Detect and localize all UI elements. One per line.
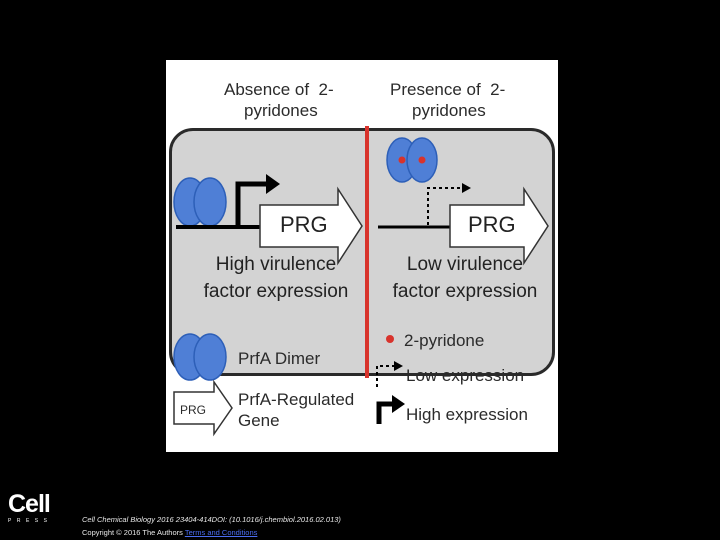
figure-panel: Absence of 2- pyridones Presence of 2- p… [166,60,558,452]
terms-link[interactable]: Terms and Conditions [184,528,258,537]
right-heading: Presence of 2- pyridones [390,79,505,121]
bacterial-cell-compartment [169,128,555,376]
low-expression-arrow-icon [427,183,471,225]
high-expression-arrow-icon [235,174,280,226]
left-heading: Absence of 2- pyridones [224,79,334,121]
legend-low-expression-icon [376,361,403,387]
right-outcome-line-1: Low virulence [406,254,524,275]
left-outcome-line-1: High virulence [215,254,337,275]
left-heading-line-1: Absence of 2- [224,80,334,99]
left-heading-line-2: pyridones [244,101,318,120]
legend-high-expression-icon [376,395,405,424]
right-gene-label: PRG [468,212,516,237]
prfa-dimer-bound [173,177,227,227]
legend-gene-label-line-2: Gene [238,411,280,430]
diagram-graphics [173,137,549,437]
citation-text: Cell Chemical Biology 2016 23404-414DOI:… [82,515,341,524]
legend-gene-icon-label: PRG [180,403,207,417]
copyright-text: Copyright © 2016 The Authors [82,528,185,537]
cell-press-logo: Cell PRESS [8,491,52,524]
legend-low-label: Low expression [406,366,525,385]
right-heading-line-1: Presence of 2- [390,80,506,99]
copyright-line: Copyright © 2016 The Authors Terms and C… [82,528,257,537]
legend-pyridone-label: 2-pyridone [404,331,485,350]
legend-dimer-label: PrfA Dimer [238,349,321,368]
legend-gene-arrow-icon [173,379,233,437]
legend-pyridone-dot-icon [386,335,394,343]
legend-dimer-icon [173,333,227,381]
left-outcome-line-2: factor expression [203,281,349,302]
right-outcome: Low virulence factor expression [380,251,550,305]
right-prg-gene-arrow [449,186,549,266]
prfa-dimer-inhibited [386,137,438,183]
right-outcome-line-2: factor expression [392,281,538,302]
logo-word: Cell [8,490,51,518]
left-outcome: High virulence factor expression [190,251,362,305]
right-heading-line-2: pyridones [412,101,486,120]
left-prg-gene-arrow [259,186,363,266]
legend-gene-label: PrfA-Regulated Gene [238,389,354,431]
logo-sub: PRESS [8,518,53,524]
legend-high-label: High expression [406,405,528,424]
condition-divider [365,126,369,378]
legend-gene-label-line-1: PrfA-Regulated [238,390,355,409]
left-gene-label: PRG [280,212,328,237]
